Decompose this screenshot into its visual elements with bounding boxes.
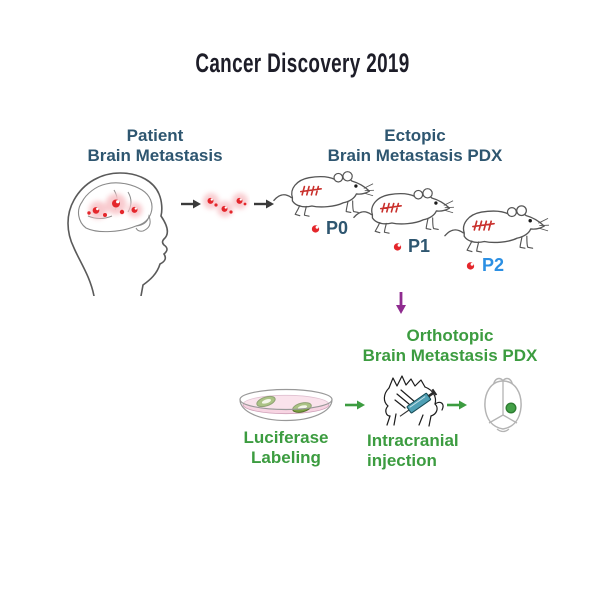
injection-label-line2: injection — [367, 451, 437, 470]
green-right-arrow-icon — [447, 400, 467, 410]
luciferase-label-line2: Labeling — [251, 448, 321, 467]
mouse-intracranial-injection-icon — [383, 375, 444, 427]
patient-label-line2: Brain Metastasis — [87, 146, 223, 165]
passage-label-p0: P0 — [326, 218, 349, 238]
passage-label-p1: P1 — [408, 236, 431, 256]
right-arrow-icon — [254, 199, 274, 209]
green-right-arrow-icon — [345, 400, 365, 410]
injection-label: Intracranial injection — [367, 431, 487, 471]
luciferase-label: Luciferase Labeling — [230, 428, 342, 468]
passage-label-p2: P2 — [482, 255, 505, 275]
injection-label-line1: Intracranial — [367, 431, 459, 450]
figure-title: Cancer Discovery 2019 — [195, 48, 410, 78]
ectopic-label-line1: Ectopic — [384, 126, 446, 145]
tumor-cell-icon — [392, 241, 403, 252]
petri-dish-icon — [239, 388, 333, 422]
orthotopic-label-line1: Orthotopic — [406, 326, 494, 345]
patient-label-line1: Patient — [126, 126, 184, 145]
ectopic-label-line2: Brain Metastasis PDX — [327, 146, 503, 165]
human-head-brain-icon — [67, 172, 169, 296]
purple-down-arrow-icon — [396, 292, 406, 314]
mouse-brain-dorsal-icon — [484, 377, 522, 433]
orthotopic-label: Orthotopic Brain Metastasis PDX — [340, 326, 560, 366]
orthotopic-label-line2: Brain Metastasis PDX — [362, 346, 538, 365]
mouse-p2-icon — [443, 202, 549, 254]
right-arrow-icon — [181, 199, 201, 209]
ectopic-label: Ectopic Brain Metastasis PDX — [305, 126, 525, 166]
mouse-p1-icon — [352, 185, 454, 235]
red-tumor-cells-icon — [203, 193, 248, 217]
luciferase-label-line1: Luciferase — [243, 428, 329, 447]
patient-label: Patient Brain Metastasis — [55, 126, 255, 166]
tumor-cell-icon — [465, 260, 476, 271]
tumor-cell-icon — [310, 223, 321, 234]
